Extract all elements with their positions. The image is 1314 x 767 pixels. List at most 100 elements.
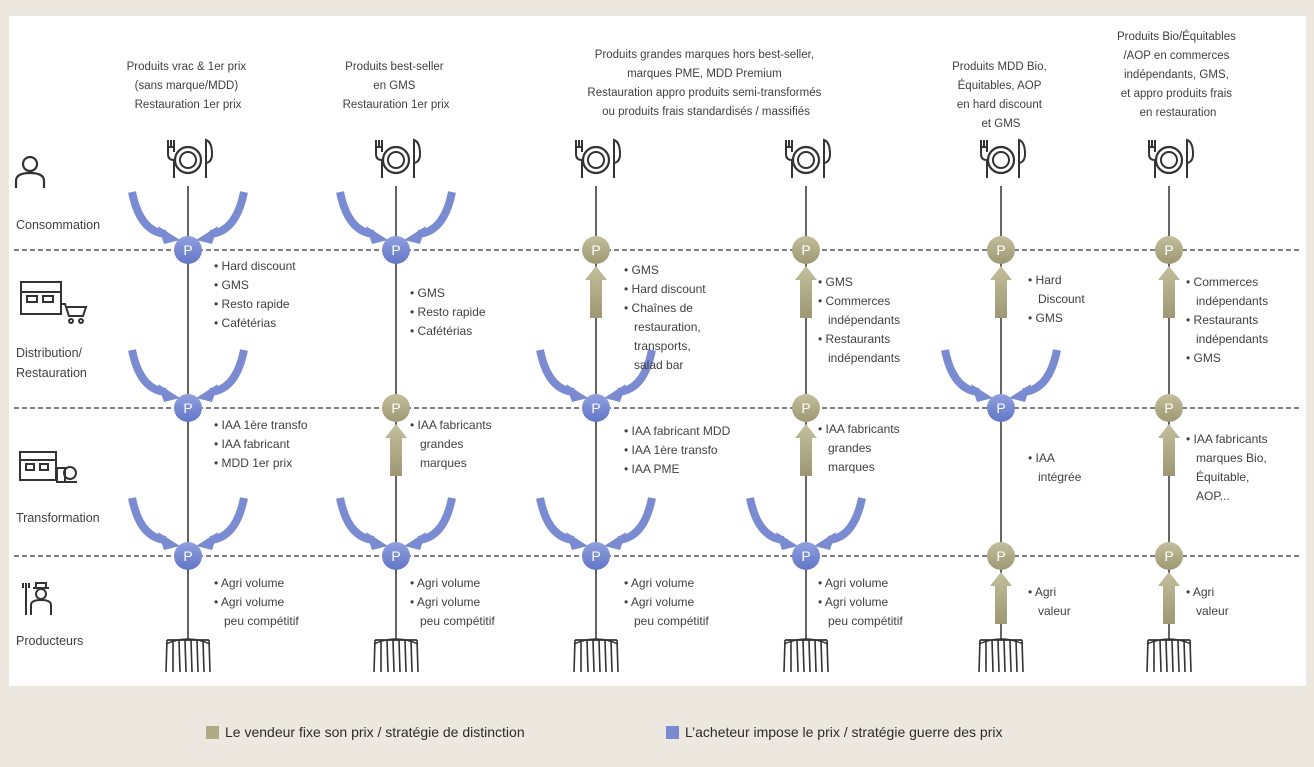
producteurs-item: • Agri volume <box>410 595 481 609</box>
stage-label-restauration: Restauration <box>16 366 87 380</box>
distribution-item: • GMS <box>818 275 853 289</box>
buyer-arrowhead <box>366 532 388 550</box>
distribution-item: • GMS <box>1186 351 1221 365</box>
column-2-header-line: Restauration 1er prix <box>343 99 450 111</box>
seller-arrow <box>1158 424 1180 476</box>
shared-header-line: ou produits frais standardisés / massifi… <box>602 106 810 118</box>
plate-inner-icon <box>1160 151 1178 169</box>
column-5-header-line: et GMS <box>982 118 1021 130</box>
distribution-item: indépendants <box>828 313 900 327</box>
distribution-item: • Resto rapide <box>410 305 486 319</box>
buyer-arrowhead <box>814 532 836 550</box>
column-1-transformation-list: • IAA 1ère transfo• IAA fabricant• MDD 1… <box>214 418 308 470</box>
roots-lines <box>978 639 1024 673</box>
distribution-item: • GMS <box>410 286 445 300</box>
price-node-buyer <box>174 236 202 264</box>
producteurs-item: • Agri volume <box>818 576 889 590</box>
transformation-item: • IAA fabricants <box>410 418 492 432</box>
price-node-label: P <box>996 548 1005 564</box>
fork-icon <box>980 140 988 178</box>
seller-arrow <box>795 424 817 476</box>
stage-label-consommation: Consommation <box>16 218 100 232</box>
producteurs-item: • Agri volume <box>410 576 481 590</box>
text-layer: • Hard discount• GMS• Resto rapide• Café… <box>214 259 1268 628</box>
column-5-header-line: Équitables, AOP <box>958 79 1042 92</box>
buyer-arrowhead <box>604 384 626 402</box>
roots-arc <box>165 638 211 645</box>
seller-arrow <box>990 572 1012 624</box>
roots-lines <box>783 639 829 673</box>
distribution-item: • Commerces <box>818 294 890 308</box>
column-2-distribution-list: • GMS• Resto rapide• Cafétérias <box>410 286 486 338</box>
shared-header-line: Produits grandes marques hors best-selle… <box>595 49 814 61</box>
buyer-arrow <box>209 497 248 544</box>
producteurs-item: • Agri volume <box>624 576 695 590</box>
buyer-arrow <box>209 191 248 238</box>
roots-arc <box>783 638 829 645</box>
transformation-item: • MDD 1er prix <box>214 456 292 470</box>
knife-icon <box>613 138 622 178</box>
buyer-arrowhead <box>158 532 180 550</box>
transformation-item: • IAA fabricant MDD <box>624 424 731 438</box>
buyer-arrow <box>536 497 575 544</box>
price-node-buyer <box>582 542 610 570</box>
roots-lines <box>165 639 211 673</box>
producteurs-item: • Agri volume <box>214 595 285 609</box>
seller-arrow <box>585 266 607 318</box>
column-1: PPP <box>128 138 248 673</box>
buyer-arrowhead <box>158 226 180 244</box>
knife-icon <box>823 138 832 178</box>
column-1-distribution-list: • Hard discount• GMS• Resto rapide• Café… <box>214 259 296 330</box>
column-4: PPP <box>746 138 866 673</box>
column-6-header-line: en restauration <box>1140 107 1217 119</box>
legend-buyer-swatch <box>666 725 679 739</box>
price-node-label: P <box>996 400 1005 416</box>
buyer-arrow <box>536 349 575 396</box>
price-node-buyer <box>382 236 410 264</box>
plate-icon <box>581 145 611 175</box>
buyer-arrowhead <box>566 532 588 550</box>
buyer-arrowhead <box>776 532 798 550</box>
knife-icon <box>1186 138 1195 178</box>
distribution-item: • Chaînes de <box>624 301 693 315</box>
seller-arrow <box>795 266 817 318</box>
plate-icon <box>791 145 821 175</box>
producteurs-item: peu compétitif <box>420 614 495 628</box>
shared-header-line: Restauration appro produits semi-transfo… <box>587 87 821 99</box>
column-6: PPP <box>1146 138 1195 673</box>
plate-inner-icon <box>387 151 405 169</box>
producteurs-item: valeur <box>1038 604 1071 618</box>
seller-arrow <box>1158 266 1180 318</box>
column-5-header-line: en hard discount <box>957 99 1043 111</box>
price-node-seller <box>792 394 820 422</box>
seller-arrow <box>990 266 1012 318</box>
knife-icon <box>205 138 214 178</box>
roots-arc <box>373 638 419 645</box>
plate-icon <box>381 145 411 175</box>
shared-header-line: marques PME, MDD Premium <box>627 68 782 80</box>
price-node-seller <box>987 542 1015 570</box>
transformation-item: marques Bio, <box>1196 451 1267 465</box>
column-6-header-line: /AOP en commerces <box>1123 50 1229 62</box>
transformation-item: • IAA 1ère transfo <box>214 418 308 432</box>
price-node-seller <box>987 236 1015 264</box>
distribution-item: • GMS <box>1028 311 1063 325</box>
buyer-arrow <box>617 497 656 544</box>
buyer-arrow <box>128 497 167 544</box>
buyer-arrowhead <box>566 384 588 402</box>
producteurs-item: peu compétitif <box>224 614 299 628</box>
buyer-arrow <box>209 349 248 396</box>
transformation-item: AOP... <box>1196 489 1230 503</box>
distribution-item: • Restaurants <box>818 332 890 346</box>
buyer-arrowhead <box>196 226 218 244</box>
price-node-label: P <box>391 548 400 564</box>
price-node-label: P <box>801 548 810 564</box>
transformation-item: grandes <box>828 441 871 455</box>
distribution-item: • Hard <box>1028 273 1062 287</box>
legend-buyer-label: L’acheteur impose le prix / stratégie gu… <box>685 724 1003 740</box>
plate-icon <box>1154 145 1184 175</box>
